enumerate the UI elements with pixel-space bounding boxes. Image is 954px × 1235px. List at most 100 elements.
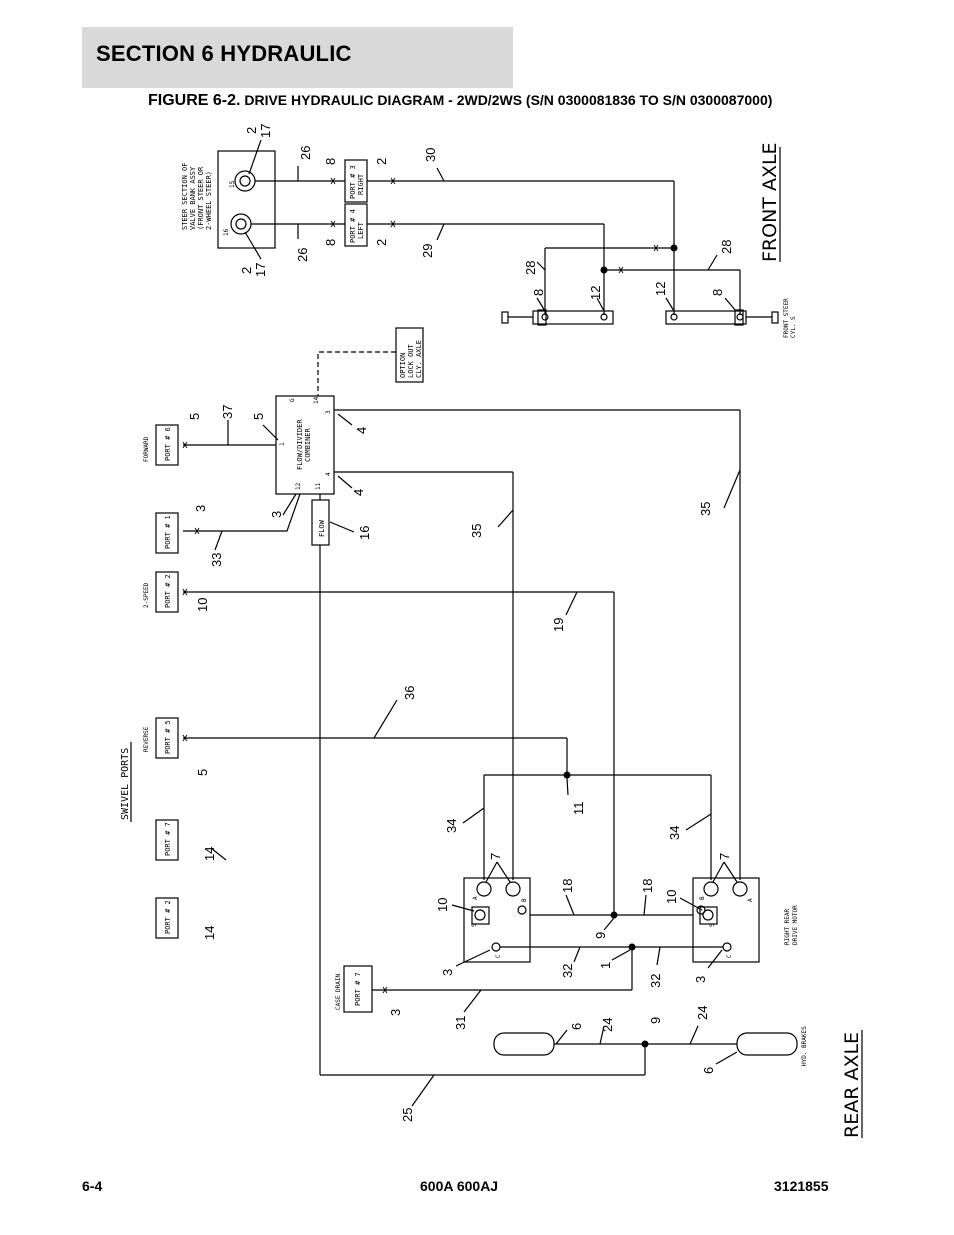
leader	[679, 897, 703, 911]
callout-5: 5	[187, 413, 202, 420]
swivel-port-5-box	[155, 717, 179, 759]
callout-35: 35	[698, 502, 713, 516]
callout-16: 16	[357, 526, 372, 540]
fitting-x	[330, 220, 336, 228]
two-speed-label: 2-SPEED	[143, 582, 150, 608]
leader	[566, 777, 569, 796]
swivel-port-7-box	[155, 819, 179, 861]
callout-18: 18	[560, 879, 575, 893]
junction-dot	[628, 943, 636, 951]
leader	[244, 231, 262, 260]
fd-port-1: 1	[279, 442, 286, 446]
option-lockout-label-2: LOCK OUT	[407, 343, 415, 378]
flow-divider-label-2: COMBINER	[304, 427, 312, 462]
leader	[565, 894, 575, 916]
callout-9: 9	[593, 932, 608, 939]
right-rear-motor-label-2: DRIVE MOTOR	[792, 905, 799, 945]
motor-port-a	[732, 881, 748, 897]
steer-section-label-2: VALVE BANK ASSY	[189, 166, 197, 230]
option-lockout-dashed-line	[317, 351, 396, 396]
right-brake	[736, 1032, 798, 1056]
callout-10: 10	[195, 598, 210, 612]
callout-26: 26	[298, 146, 313, 160]
leader	[603, 917, 615, 931]
fd-port-11: 11	[315, 482, 322, 490]
callout-36: 36	[402, 686, 417, 700]
steer-cylinder-right	[665, 310, 747, 325]
case-drain-label: CASE DRAIN	[335, 973, 342, 1010]
leader	[337, 475, 353, 489]
fd-port-14: 14	[313, 396, 320, 404]
callout-18: 18	[640, 879, 655, 893]
callout-11: 11	[571, 802, 586, 816]
callout-2: 2	[374, 239, 389, 246]
leader	[565, 591, 578, 616]
leader	[712, 861, 725, 883]
flow-divider-label-1: FLOW/DIVIDER	[296, 419, 304, 470]
forward-label: FORWARD	[143, 436, 150, 462]
leader	[282, 493, 297, 516]
leader	[599, 1025, 605, 1045]
steer-cylinder-right-gland	[734, 309, 744, 326]
port4-label: PORT # 4	[349, 209, 357, 243]
right-rear-motor-label-1: RIGHT REAR	[784, 908, 791, 945]
callout-4: 4	[351, 489, 366, 496]
port4-left-label: LEFT	[357, 221, 365, 239]
fitting-x	[390, 177, 396, 185]
steer-section-label-3: (FRONT STEER OR	[197, 166, 205, 230]
figure-title: FIGURE 6-2. DRIVE HYDRAULIC DIAGRAM - 2W…	[148, 92, 772, 110]
port3-right-label: RIGHT	[357, 173, 365, 195]
leader	[373, 699, 398, 739]
port3-label: PORT # 3	[349, 165, 357, 199]
port16-fitting-outer	[230, 213, 252, 235]
callout-3: 3	[693, 976, 708, 983]
callout-2: 2	[239, 267, 254, 274]
steer-cylinder-left-rod-end	[501, 311, 509, 324]
leader	[337, 413, 353, 426]
cyl-port	[600, 313, 608, 321]
option-lockout-label-1: OPTION	[399, 353, 407, 378]
cyl-port	[670, 313, 678, 321]
option-lockout-label-3: CLY. AXLE	[415, 340, 423, 378]
leader	[707, 949, 723, 969]
cyl-port	[736, 313, 744, 321]
callout-5: 5	[195, 769, 210, 776]
callout-26: 26	[295, 248, 310, 262]
leader	[643, 894, 647, 916]
figure-caption: DRIVE HYDRAULIC DIAGRAM - 2WD/2WS (S/N 0…	[240, 92, 773, 108]
callout-10: 10	[435, 898, 450, 912]
callout-32: 32	[648, 974, 663, 988]
callout-14: 14	[202, 847, 217, 861]
fitting-x	[390, 220, 396, 228]
port16-label: 16	[223, 228, 230, 236]
callout-29: 29	[420, 244, 435, 258]
swivel-port-6-box	[155, 424, 179, 466]
leader	[462, 807, 485, 824]
swivel-port-7b-box	[343, 965, 373, 1013]
section-title: SECTION 6 HYDRAULIC	[96, 41, 352, 66]
swivel-port-2b-label: PORT # 2	[164, 900, 172, 934]
model-label: 600A 600AJ	[420, 1178, 499, 1194]
leader	[685, 813, 712, 831]
fitting-x	[194, 527, 200, 535]
callout-9: 9	[648, 1017, 663, 1024]
swivel-port-6-label: PORT # 6	[164, 427, 172, 461]
port15-fitting-inner	[239, 175, 251, 187]
leader	[724, 297, 737, 312]
section-header-bar	[82, 27, 513, 88]
motor-letter-s: S	[471, 923, 478, 927]
leader	[329, 521, 355, 533]
callout-8: 8	[323, 239, 338, 246]
motor-port-c	[491, 942, 501, 952]
motor-letter-a: A	[747, 898, 754, 902]
left-rear-drive-motor	[463, 877, 531, 963]
leader	[436, 167, 445, 182]
motor-port-s	[702, 909, 714, 921]
leader	[262, 424, 279, 441]
swivel-port-1-label: PORT # 1	[164, 515, 172, 549]
fd-port-4: 4	[325, 472, 332, 476]
leader	[665, 297, 675, 312]
fitting-x	[330, 177, 336, 185]
callout-25: 25	[400, 1108, 415, 1122]
callout-10: 10	[664, 890, 679, 904]
